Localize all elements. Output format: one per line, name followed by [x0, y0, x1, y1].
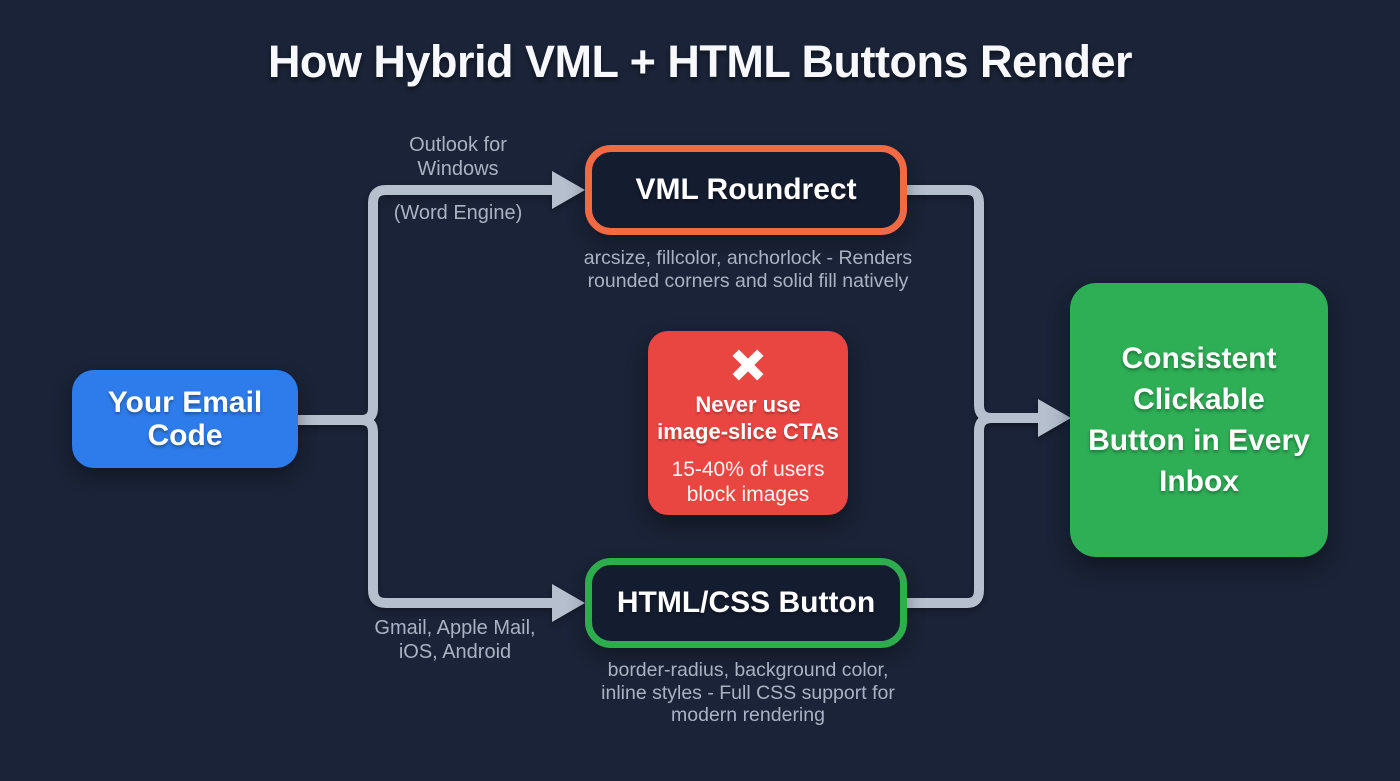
warning-title: Never use image-slice CTAs — [657, 392, 839, 444]
edge-source-to-html — [298, 415, 553, 608]
node-consistent-button: Consistent Clickable Button in Every Inb… — [1070, 283, 1328, 557]
edge-vml-to-result — [907, 185, 1039, 423]
arrowhead-result — [1038, 399, 1071, 437]
node-consistent-button-label: Consistent Clickable Button in Every Inb… — [1088, 341, 1310, 499]
node-vml-roundrect-label: VML Roundrect — [635, 173, 857, 206]
edge-label-word-engine: (Word Engine) — [393, 202, 523, 224]
edge-html-to-result — [907, 413, 1039, 608]
node-html-css-button: HTML/CSS Button — [585, 558, 907, 648]
html-caption: border-radius, background color, inline … — [601, 659, 895, 727]
vml-caption: arcsize, fillcolor, anchorlock - Renders… — [583, 247, 913, 292]
node-your-email-code: Your Email Code — [72, 370, 298, 468]
arrowhead-html — [552, 584, 585, 622]
warning-card: Never use image-slice CTAs 15-40% of use… — [648, 331, 848, 515]
node-html-css-button-label: HTML/CSS Button — [616, 586, 876, 619]
node-your-email-code-label: Your Email Code — [107, 386, 263, 452]
warning-subtitle: 15-40% of users block images — [671, 457, 825, 507]
arrowhead-vml — [552, 171, 585, 209]
edge-label-gmail-apple-mail: Gmail, Apple Mail, iOS, Android — [374, 617, 536, 664]
x-mark-icon — [732, 349, 764, 381]
node-vml-roundrect: VML Roundrect — [585, 145, 907, 235]
page-title: How Hybrid VML + HTML Buttons Render — [267, 36, 1133, 87]
edge-label-outlook-for-windows: Outlook for Windows — [409, 134, 507, 181]
